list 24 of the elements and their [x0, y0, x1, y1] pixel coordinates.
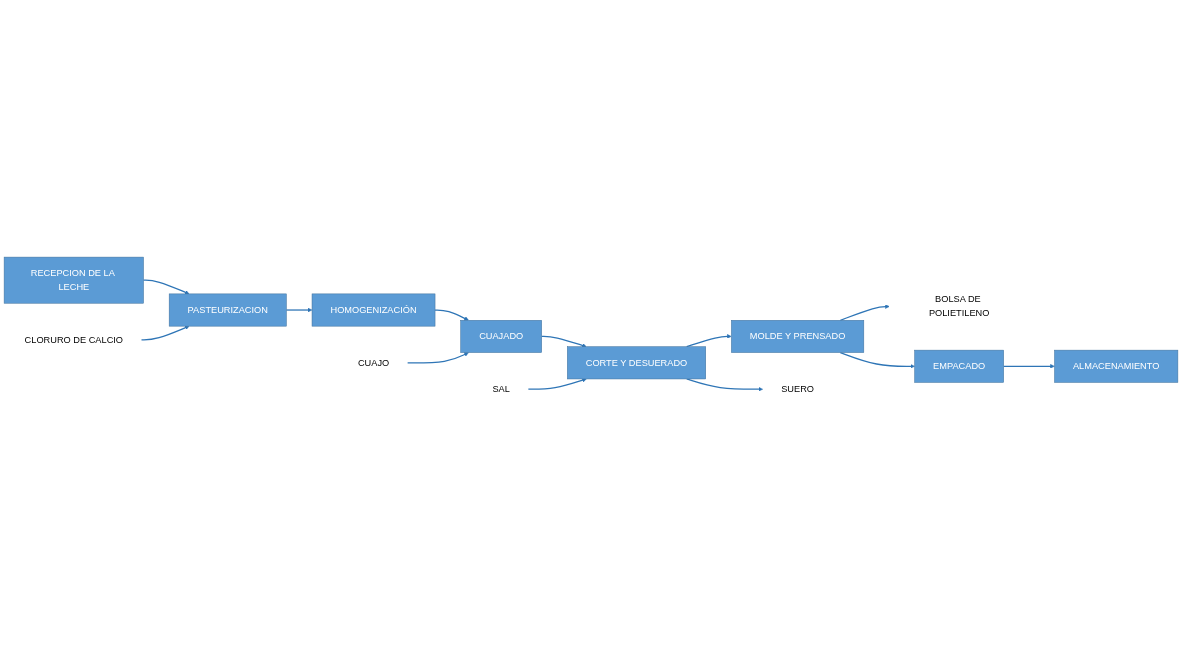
arrow — [407, 352, 469, 364]
node-box: CUAJADO — [460, 319, 542, 353]
arrow — [1003, 363, 1055, 369]
node-text: SAL — [492, 383, 510, 394]
node-box: RECEPCION DE LA LECHE — [3, 256, 144, 304]
node-box: EMPACADO — [914, 349, 1004, 383]
node-text: CUAJO — [357, 357, 390, 368]
node-box: PASTEURIZACION — [168, 293, 287, 327]
arrow — [285, 307, 313, 313]
node-box: ALMACENAMIENTO — [1054, 349, 1179, 383]
arrow — [686, 378, 763, 392]
node-text: CLORURO DE CALCIO — [24, 334, 124, 345]
node-box: HOMOGENIZACIÓN — [311, 293, 436, 327]
arrow — [839, 304, 890, 321]
node-box: CORTE Y DESUERADO — [567, 346, 706, 379]
node-box: MOLDE Y PRENSADO — [731, 319, 865, 353]
node-text: BOLSA DE POLIETILENO — [928, 294, 990, 319]
arrow — [527, 377, 587, 390]
node-text: SUERO — [781, 383, 814, 394]
arrow — [434, 309, 469, 321]
arrow — [839, 351, 915, 369]
arrow — [140, 325, 190, 341]
arrow — [142, 279, 190, 295]
arrow — [541, 335, 587, 348]
